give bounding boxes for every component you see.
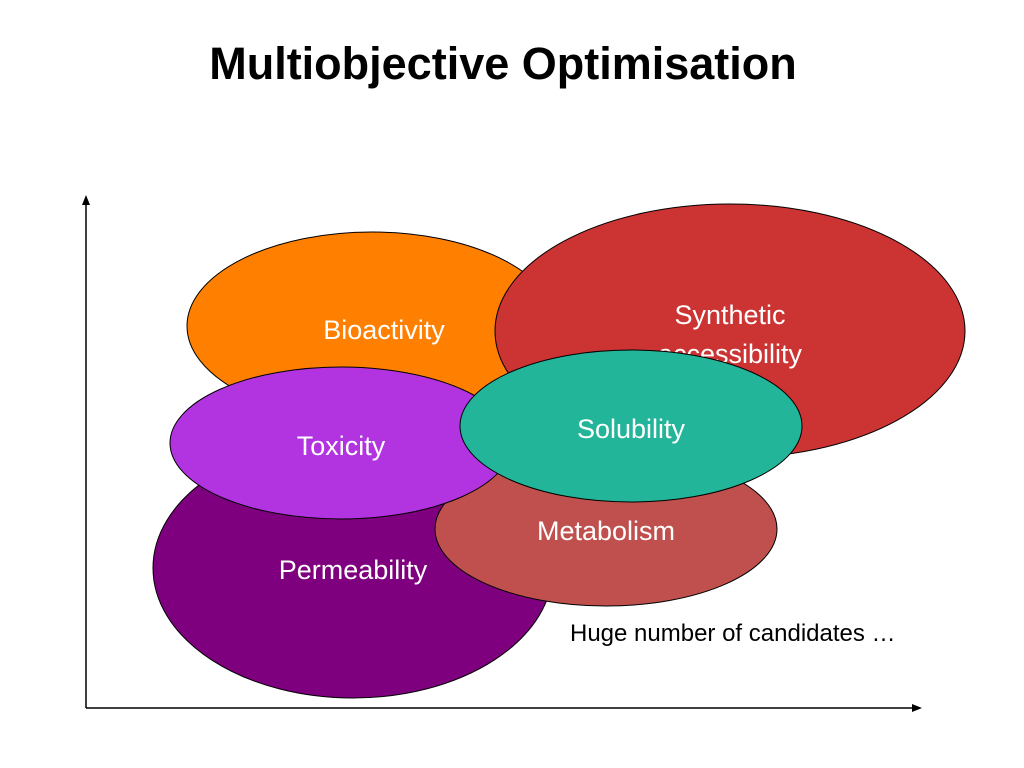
solubility-blob: Solubility <box>459 349 803 503</box>
bioactivity-label: Bioactivity <box>323 315 445 345</box>
caption: Huge number of candidates … <box>570 620 896 647</box>
metabolism-label: Metabolism <box>537 516 675 546</box>
toxicity-label: Toxicity <box>297 431 386 461</box>
slide-title: Multiobjective Optimisation <box>209 38 797 89</box>
synthetic-accessibility-label-line1: Synthetic <box>674 300 785 330</box>
solubility-label: Solubility <box>577 414 686 444</box>
toxicity-blob: Toxicity <box>169 366 513 520</box>
solubility-ellipse <box>459 349 803 503</box>
permeability-label: Permeability <box>279 555 428 585</box>
